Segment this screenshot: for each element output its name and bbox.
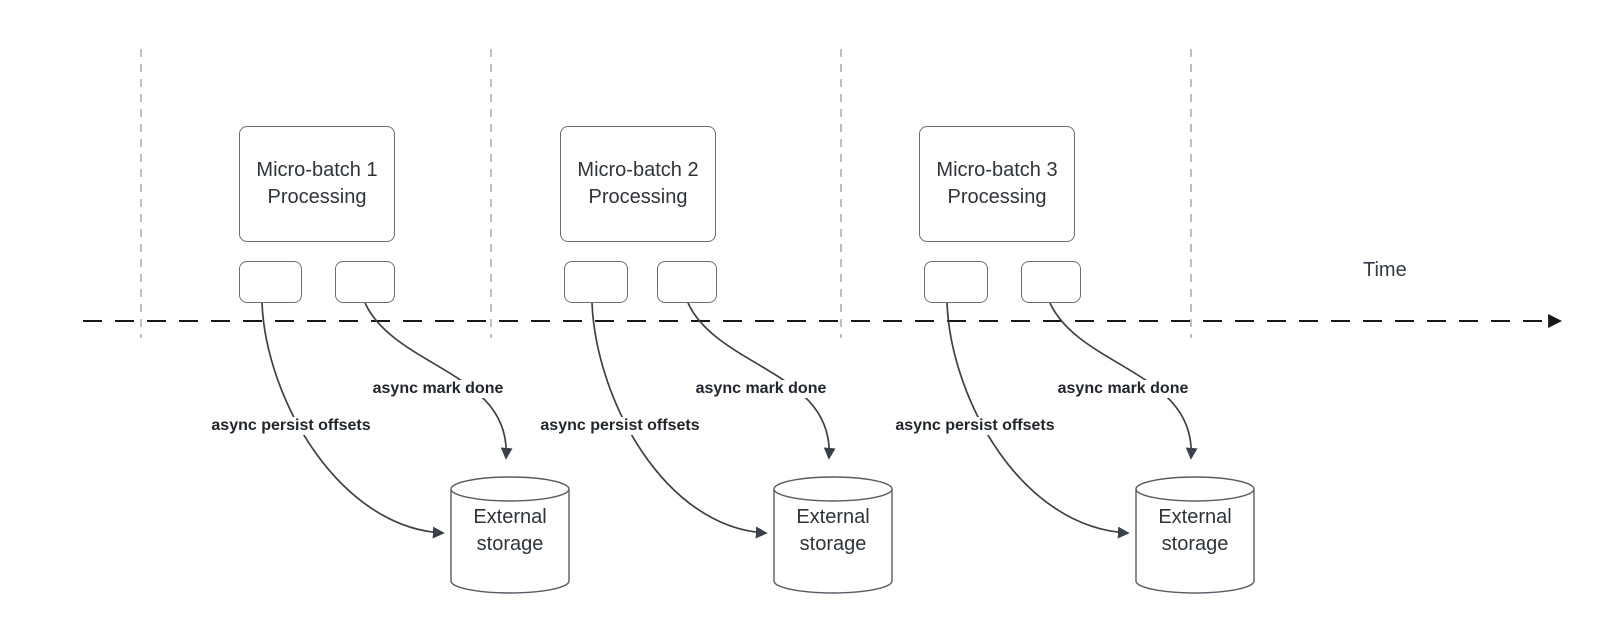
cylinder-body [450,489,570,594]
persist-offsets-arrow-1 [261,302,445,539]
microbatch-1-title-line1: Micro-batch 1 [256,159,378,181]
mark-done-label-1: async mark done [369,380,507,398]
microbatch-1-title-line2: Processing [267,186,367,208]
storage-cylinder-1 [450,476,570,594]
external-storage-line1: External [1158,506,1232,528]
cylinder-body [773,489,893,594]
microbatch-3-persist-task-box [924,261,988,303]
cylinder-lid [1135,476,1255,502]
cylinder-body [1135,489,1255,594]
microbatch-2-processing-box: Micro-batch 2 Processing [560,126,716,242]
persist-offsets-label-2: async persist offsets [537,417,703,435]
mark-done-arrow-3 [1049,302,1198,460]
microbatch-3-title-line1: Micro-batch 3 [936,159,1058,181]
persist-offsets-label-1: async persist offsets [208,417,374,435]
microbatch-2-title-line1: Micro-batch 2 [577,159,699,181]
storage-cylinder-2 [773,476,893,594]
external-storage-line1: External [796,506,870,528]
persist-offsets-arrow-2 [591,302,768,539]
external-storage-line2: storage [799,533,867,555]
microbatch-1-processing-box: Micro-batch 1 Processing [239,126,395,242]
time-axis-label: Time [1363,259,1407,281]
mark-done-label-2: async mark done [692,380,830,398]
external-storage-label-2: External storage [774,504,892,558]
external-storage-line2: storage [476,533,544,555]
persist-offsets-arrow-3 [946,302,1130,539]
microbatch-2-persist-task-box [564,261,628,303]
cylinder-lid [450,476,570,502]
microbatch-1-persist-task-box [239,261,302,303]
microbatch-3-markdone-task-box [1021,261,1081,303]
microbatch-3-processing-box: Micro-batch 3 Processing [919,126,1075,242]
external-storage-label-3: External storage [1136,504,1254,558]
microbatch-2-markdone-task-box [657,261,717,303]
mark-done-arrow-2 [687,302,836,460]
storage-cylinder-3 [1135,476,1255,594]
external-storage-label-1: External storage [451,504,569,558]
microbatch-2-title-line2: Processing [588,186,688,208]
external-storage-line2: storage [1161,533,1229,555]
persist-offsets-label-3: async persist offsets [892,417,1058,435]
external-storage-line1: External [473,506,547,528]
cylinder-lid [773,476,893,502]
microbatch-1-markdone-task-box [335,261,395,303]
microbatch-3-title-line2: Processing [947,186,1047,208]
mark-done-arrow-1 [364,302,513,460]
mark-done-label-3: async mark done [1054,380,1192,398]
